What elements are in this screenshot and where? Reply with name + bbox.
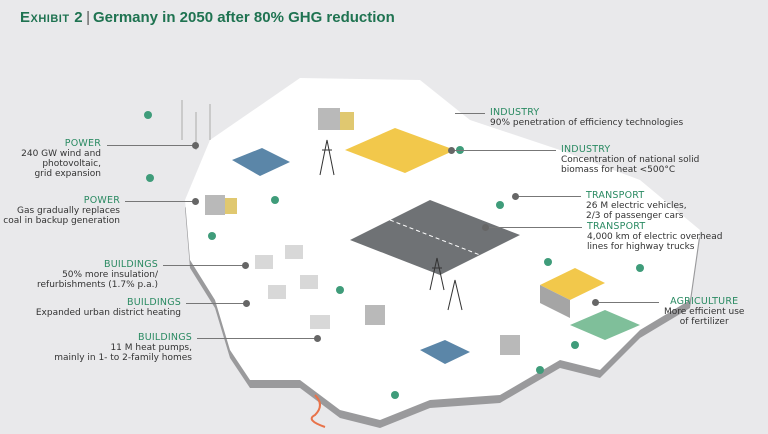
connector-dot <box>592 299 599 306</box>
barn-side <box>540 285 570 318</box>
callout-text: Gas gradually replaces <box>16 206 120 216</box>
connector-dot <box>242 262 249 269</box>
connector-dot <box>482 224 489 231</box>
connector-line <box>455 113 485 114</box>
solar-panel <box>232 148 290 176</box>
callout-text: More efficient use <box>664 307 745 317</box>
callout-text: refurbishments (1.7% p.a.) <box>36 280 158 290</box>
callout-text: photovoltaic, <box>42 159 101 169</box>
callout-category: AGRICULTURE <box>670 296 739 307</box>
callout-category: BUILDINGS <box>127 297 181 308</box>
callout-buildings-heatpumps: BUILDINGS 11 M heat pumps, mainly in 1- … <box>54 332 192 364</box>
connector-line <box>595 302 659 303</box>
callout-category: BUILDINGS <box>138 332 192 343</box>
callout-text: 26 M electric vehicles, <box>586 201 687 211</box>
callout-text: grid expansion <box>34 169 101 179</box>
callout-category: TRANSPORT <box>587 221 646 232</box>
callout-text: 4,000 km of electric overhead <box>587 232 723 242</box>
connector-line <box>125 201 195 202</box>
houses <box>255 245 330 329</box>
exhibit-number: Exhibit 2 <box>20 9 84 26</box>
title-separator: | <box>86 9 90 26</box>
callout-text: 11 M heat pumps, <box>110 343 192 353</box>
callout-category: TRANSPORT <box>586 190 645 201</box>
title-text: Germany in 2050 after 80% GHG reduction <box>92 9 395 26</box>
power-pylons <box>319 139 463 311</box>
callout-power-wind: POWER 240 GW wind and photovoltaic, grid… <box>21 138 101 180</box>
callout-text: mainly in 1- to 2-family homes <box>54 353 192 363</box>
callout-agriculture: AGRICULTURE More efficient use of fertil… <box>664 296 745 328</box>
connector-line <box>450 150 556 151</box>
callout-category: POWER <box>64 138 101 149</box>
exhibit-title: Exhibit 2|Germany in 2050 after 80% GHG … <box>20 9 395 26</box>
callout-transport-trucks: TRANSPORT 4,000 km of electric overhead … <box>587 221 723 253</box>
callout-power-gas: POWER Gas gradually replaces coal in bac… <box>3 195 120 227</box>
connector-line <box>485 227 582 228</box>
connector-dot <box>192 142 199 149</box>
callout-transport-ev: TRANSPORT 26 M electric vehicles, 2/3 of… <box>586 190 687 222</box>
callout-text: Expanded urban district heating <box>35 308 181 318</box>
trees <box>144 111 644 399</box>
callout-text: 240 GW wind and <box>21 149 101 159</box>
biomass-field <box>345 128 455 173</box>
callout-text: 90% penetration of efficiency technologi… <box>490 118 684 128</box>
callout-category: BUILDINGS <box>104 259 158 270</box>
callout-category: POWER <box>83 195 120 206</box>
heat-pump-pipes <box>310 394 326 428</box>
callout-text: coal in backup generation <box>3 216 120 226</box>
solar-panel <box>420 340 470 364</box>
callout-category: INDUSTRY <box>490 107 540 118</box>
connector-line <box>107 145 195 146</box>
callout-text: of fertilizer <box>679 317 729 327</box>
callout-text: biomass for heat <500°C <box>561 165 676 175</box>
callout-buildings-district: BUILDINGS Expanded urban district heatin… <box>35 297 181 319</box>
callout-industry-efficiency: INDUSTRY 90% penetration of efficiency t… <box>490 107 684 129</box>
callout-text: 2/3 of passenger cars <box>586 211 684 221</box>
connector-dot <box>243 300 250 307</box>
callout-text: 50% more insulation/ <box>62 270 158 280</box>
callout-text: Concentration of national solid <box>561 155 700 165</box>
callout-text: lines for highway trucks <box>587 242 695 252</box>
highway <box>350 200 520 275</box>
highway-lane <box>389 219 481 256</box>
callout-category: INDUSTRY <box>561 144 611 155</box>
connector-dot <box>512 193 519 200</box>
callout-industry-biomass: INDUSTRY Concentration of national solid… <box>561 144 700 176</box>
connector-dot <box>448 147 455 154</box>
connector-line <box>515 196 581 197</box>
farm-field <box>570 310 640 340</box>
factories <box>205 108 520 355</box>
connector-line <box>197 338 317 339</box>
connector-dot <box>314 335 321 342</box>
connector-line <box>163 265 245 266</box>
barn <box>540 268 605 300</box>
callout-buildings-insulation: BUILDINGS 50% more insulation/ refurbish… <box>36 259 158 291</box>
connector-line <box>186 303 246 304</box>
connector-dot <box>192 198 199 205</box>
